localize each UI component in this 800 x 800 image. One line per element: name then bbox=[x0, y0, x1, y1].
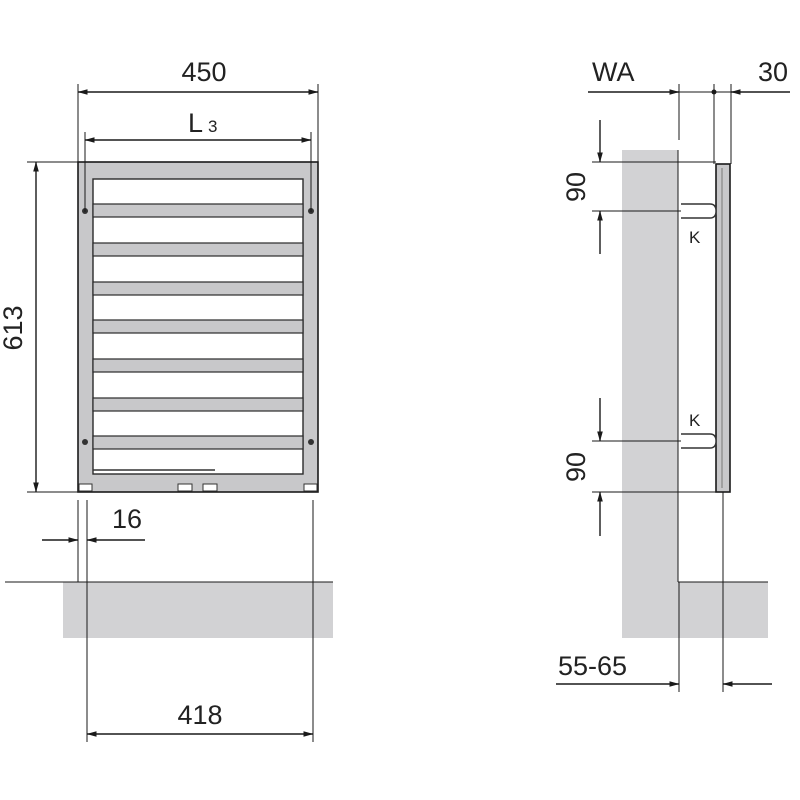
radiator-profile bbox=[715, 163, 731, 493]
top-spacing-label: 90 bbox=[561, 172, 591, 202]
floor-block bbox=[63, 582, 333, 638]
radiator-bar bbox=[92, 435, 304, 450]
connection-label: 418 bbox=[177, 700, 222, 730]
height-label: 613 bbox=[0, 305, 28, 350]
l3-label-subscript: 3 bbox=[208, 117, 217, 136]
wall-distance-label: 55-65 bbox=[558, 651, 627, 681]
bracket-top bbox=[681, 203, 717, 219]
offset-label: 16 bbox=[112, 504, 142, 534]
width-label: 450 bbox=[181, 57, 226, 87]
depth-dot bbox=[711, 89, 717, 95]
side-view: K K WA 30 90 90 55-65 bbox=[556, 57, 790, 692]
mount-point-bottom-right bbox=[308, 439, 314, 445]
wa-label: WA bbox=[592, 57, 635, 87]
connector-left bbox=[78, 483, 93, 492]
connector-center-1 bbox=[177, 483, 193, 492]
bracket-bottom bbox=[681, 433, 717, 449]
radiator-bar bbox=[92, 281, 304, 296]
wall bbox=[622, 150, 678, 638]
mount-point-bottom-left bbox=[82, 439, 88, 445]
k-label-bottom: K bbox=[689, 411, 701, 430]
connector-center-2 bbox=[202, 483, 218, 492]
k-label-top: K bbox=[689, 228, 701, 247]
radiator-bar bbox=[92, 203, 304, 218]
radiator-bar bbox=[92, 242, 304, 257]
radiator-bar bbox=[92, 319, 304, 334]
l3-label-main: L bbox=[188, 108, 203, 138]
radiator-bar bbox=[92, 358, 304, 373]
depth-label: 30 bbox=[758, 57, 788, 87]
radiator-bars bbox=[92, 203, 304, 450]
bottom-spacing-label: 90 bbox=[561, 452, 591, 482]
radiator-bar bbox=[92, 397, 304, 412]
connector-right bbox=[303, 483, 318, 492]
